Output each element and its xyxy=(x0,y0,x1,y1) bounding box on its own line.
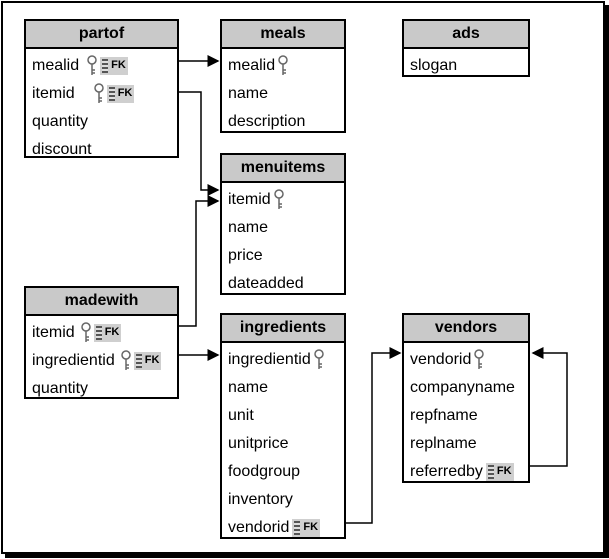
key-icon xyxy=(273,189,284,211)
field-row: replname xyxy=(404,430,528,458)
field-row: mealid FK xyxy=(26,52,177,80)
table-title: meals xyxy=(222,21,344,49)
field-row: slogan xyxy=(404,52,528,80)
field-row: foodgroup xyxy=(222,458,344,486)
link-vendors-self xyxy=(530,347,568,467)
field-row: vendorid xyxy=(404,346,528,374)
link-madewith-menuitems xyxy=(179,195,220,327)
field-row: referredby FK xyxy=(404,458,528,486)
table-title: ingredients xyxy=(222,315,344,343)
field-row: companyname xyxy=(404,374,528,402)
field-name: companyname xyxy=(410,379,515,396)
field-name: replname xyxy=(410,435,477,452)
fk-badge: FK xyxy=(292,519,321,537)
table-ads: ads slogan xyxy=(402,19,530,77)
field-row: name xyxy=(222,214,344,242)
field-name: itemid xyxy=(32,324,75,341)
fk-badge: FK xyxy=(93,324,122,342)
key-icon xyxy=(474,349,485,371)
field-name: dateadded xyxy=(228,275,304,292)
field-name: itemid xyxy=(32,85,75,102)
field-row: discount xyxy=(26,136,177,164)
field-name: description xyxy=(228,113,306,130)
field-row: name xyxy=(222,374,344,402)
field-name: ingredientid xyxy=(228,351,311,368)
field-name: itemid xyxy=(228,191,271,208)
key-icon xyxy=(278,55,288,77)
field-row: quantity xyxy=(26,375,177,403)
field-row: name xyxy=(222,80,344,108)
field-name: mealid xyxy=(228,57,276,74)
field-name: referredby xyxy=(410,463,483,480)
field-row: itemid FK xyxy=(26,319,177,347)
field-row: quantity xyxy=(26,108,177,136)
fk-badge: FK xyxy=(100,57,128,75)
table-title: vendors xyxy=(404,315,528,343)
fk-badge: FK xyxy=(485,463,514,481)
table-madewith: madewith itemid FK ingredientid FK quant… xyxy=(24,286,179,399)
field-name: quantity xyxy=(32,380,89,397)
key-icon xyxy=(93,83,104,105)
table-meals: meals mealid name description xyxy=(220,19,346,133)
field-row: mealid xyxy=(222,52,344,80)
field-name: name xyxy=(228,219,269,236)
field-name: name xyxy=(228,85,269,102)
field-name: vendorid xyxy=(410,351,472,368)
field-row: unit xyxy=(222,402,344,430)
table-title: partof xyxy=(26,21,177,49)
field-row: vendorid FK xyxy=(222,514,344,542)
field-row: itemid xyxy=(222,186,344,214)
field-row: ingredientid FK xyxy=(26,347,177,375)
key-icon xyxy=(120,350,131,372)
field-name: mealid xyxy=(32,57,80,74)
field-row: repfname xyxy=(404,402,528,430)
field-name: name xyxy=(228,379,269,396)
table-ingredients: ingredients ingredientid name unit unitp… xyxy=(220,313,346,539)
field-name: unitprice xyxy=(228,435,289,452)
field-row: unitprice xyxy=(222,430,344,458)
field-row: description xyxy=(222,108,344,136)
field-name: repfname xyxy=(410,407,478,424)
field-row: inventory xyxy=(222,486,344,514)
link-partof-menuitems xyxy=(179,91,220,196)
field-row: itemid FK xyxy=(26,80,177,108)
field-row: dateadded xyxy=(222,270,344,298)
field-name: vendorid xyxy=(228,519,290,536)
field-name: price xyxy=(228,247,263,264)
field-name: ingredientid xyxy=(32,352,115,369)
fk-badge: FK xyxy=(133,352,162,370)
field-name: slogan xyxy=(410,57,458,74)
key-icon xyxy=(80,322,91,344)
link-ingredients-vendors xyxy=(345,347,402,524)
field-name: unit xyxy=(228,407,254,424)
table-title: menuitems xyxy=(222,155,344,183)
table-partof: partof mealid FK itemid FK quantity disc… xyxy=(24,19,179,158)
key-icon xyxy=(313,349,324,371)
table-title: madewith xyxy=(26,288,177,316)
field-name: quantity xyxy=(32,113,89,130)
table-vendors: vendors vendorid companyname repfname re… xyxy=(402,313,530,483)
field-name: inventory xyxy=(228,491,293,508)
fk-badge: FK xyxy=(106,85,135,103)
field-name: foodgroup xyxy=(228,463,301,480)
table-menuitems: menuitems itemid name price dateadded xyxy=(220,153,346,295)
field-name: discount xyxy=(32,141,92,158)
field-row: price xyxy=(222,242,344,270)
key-icon xyxy=(87,55,97,77)
table-title: ads xyxy=(404,21,528,49)
field-row: ingredientid xyxy=(222,346,344,374)
